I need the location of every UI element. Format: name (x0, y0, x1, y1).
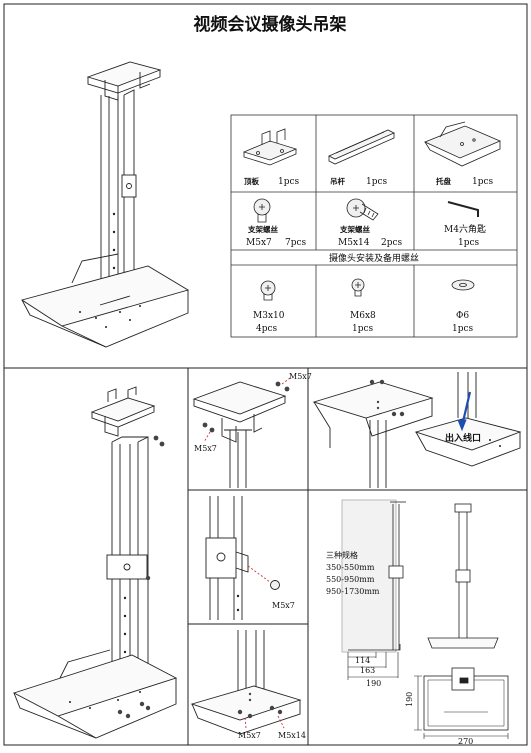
part-name: 托盘 (436, 176, 451, 186)
assembled-stand-illustration (20, 61, 190, 348)
part-qty: 7pcs (285, 238, 307, 248)
screw-qty: 1pcs (352, 324, 374, 334)
part-name: 顶板 (244, 176, 259, 186)
dim-label: 190 (366, 679, 381, 688)
tray-icon (423, 121, 502, 167)
part-name: 支架螺丝 (339, 224, 370, 234)
spec-size: 350-550mm (326, 563, 375, 572)
part-qty: 1pcs (458, 238, 480, 248)
screw-m3x10-icon (260, 280, 276, 301)
rod-icon (328, 129, 395, 165)
dim-label: 114 (355, 656, 370, 665)
page-title: 视频会议摄像头吊架 (194, 14, 347, 35)
page-frame (3, 3, 528, 746)
tray-mount-illustration (312, 372, 522, 488)
part-name: M4六角匙 (444, 223, 486, 235)
dimension-drawing (341, 499, 509, 739)
part-name: 支架螺丝 (247, 224, 278, 234)
screw-qty: 1pcs (452, 324, 474, 334)
callout-m5x7: M5x7 (272, 601, 295, 610)
exploded-stand-illustration (12, 386, 178, 739)
screws-header: 摄像头安装及备用螺丝 (329, 252, 419, 264)
part-name: 吊杆 (330, 176, 345, 186)
spec-size: 550-950mm (326, 575, 375, 584)
base-screws-illustration (190, 630, 302, 735)
callout-m5x14: M5x14 (278, 731, 306, 740)
part-spec: M5x14 (338, 238, 370, 248)
parts-table (230, 114, 518, 338)
spec-title: 三种规格 (326, 550, 358, 560)
callout-m5x7: M5x7 (238, 731, 261, 740)
screw-qty: 4pcs (256, 324, 278, 334)
dim-label: 163 (360, 666, 375, 675)
clamp-screw-illustration (205, 496, 280, 620)
part-qty: 1pcs (278, 177, 300, 187)
part-spec: M5x7 (246, 238, 272, 248)
part-qty: 1pcs (472, 177, 494, 187)
tray-width-label: 270 (458, 737, 473, 746)
top-plate-mount-illustration (192, 377, 291, 488)
screw-m5x14-icon (346, 198, 379, 221)
callout-m5x7: M5x7 (289, 372, 312, 381)
hex-key-icon (447, 201, 479, 217)
cable-exit-label: 出入线口 (445, 432, 481, 444)
washer-icon (451, 279, 475, 291)
screw-spec: M6x8 (350, 311, 376, 321)
screw-spec: Φ6 (456, 311, 469, 321)
bottom-grid (4, 367, 527, 745)
screw-m5x7-icon (253, 198, 271, 223)
callout-m5x7: M5x7 (194, 444, 217, 453)
screw-spec: M3x10 (253, 311, 285, 321)
part-qty: 1pcs (366, 177, 388, 187)
spec-size: 950-1730mm (326, 587, 380, 596)
part-qty: 2pcs (381, 238, 403, 248)
tray-height-label: 190 (405, 692, 414, 707)
screw-m6x8-icon (351, 278, 365, 297)
top-plate-icon (242, 128, 298, 166)
